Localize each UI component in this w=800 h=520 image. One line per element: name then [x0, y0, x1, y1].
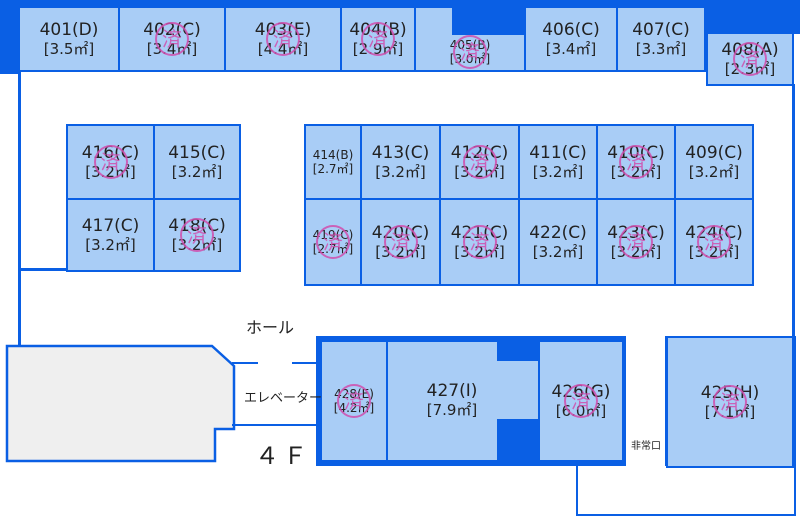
unit-number: 415(C) [168, 142, 226, 163]
occupied-stamp-icon: 済 [453, 35, 487, 69]
unit-size: [3.2㎡] [375, 163, 426, 182]
occupied-stamp-icon: 済 [266, 22, 300, 56]
unit-size: [3.2㎡] [171, 163, 223, 182]
unit-416[interactable]: 416(C) [3.2㎡] 済 [66, 124, 155, 200]
occupied-stamp-icon: 済 [337, 384, 371, 418]
unit-424[interactable]: 424(C) [3.2㎡] 済 [674, 198, 754, 286]
unit-402[interactable]: 402(C) [3.4㎡] 済 [118, 6, 226, 72]
unit-428[interactable]: 428(E) [4.2㎡] 済 [320, 340, 388, 462]
unit-size: [3.3㎡] [635, 40, 687, 59]
unit-size: [3.4㎡] [545, 40, 597, 59]
unit-size: [7.9㎡] [426, 401, 478, 420]
occupied-stamp-icon: 済 [619, 225, 653, 259]
wall-top-right-post [704, 0, 800, 34]
unit-size: [3.2㎡] [85, 236, 136, 255]
unit-410[interactable]: 410(C) [3.2㎡] 済 [596, 124, 676, 200]
elevator-label: エレベーター [244, 391, 323, 406]
unit-419[interactable]: 419(C) [2.7㎡] 済 [304, 198, 362, 286]
floor-label: ４Ｆ [255, 442, 311, 470]
unit-size: [3.2㎡] [688, 163, 740, 182]
occupied-stamp-icon: 済 [383, 225, 418, 259]
void-area [5, 344, 236, 463]
unit-number: 417(C) [81, 215, 140, 236]
unit-405[interactable]: 405(B) [3.0㎡] 済 [432, 34, 508, 70]
wall-right [792, 84, 795, 340]
occupied-stamp-icon: 済 [713, 385, 747, 419]
occupied-stamp-icon: 済 [564, 384, 598, 418]
unit-418[interactable]: 418(C) [3.2㎡] 済 [153, 198, 241, 272]
occupied-stamp-icon: 済 [733, 42, 767, 76]
occupied-stamp-icon: 済 [462, 145, 497, 179]
unit-size: [3.2㎡] [532, 163, 584, 182]
unit-425[interactable]: 425(H) [7.1㎡] 済 [666, 336, 794, 468]
wall-top [0, 0, 800, 8]
emergency-exit-label: 非常口 [631, 441, 661, 452]
occupied-stamp-icon: 済 [316, 225, 350, 259]
elevator-line-right [292, 362, 320, 364]
unit-size: [2.7㎡] [312, 162, 354, 176]
hall-label: ホール [246, 318, 295, 337]
unit-408[interactable]: 408(A) [2.3㎡] 済 [706, 32, 794, 86]
unit-401[interactable]: 401(D) [3.5㎡] [18, 6, 120, 72]
unit-size: [3.2㎡] [532, 243, 584, 262]
unit-number: 411(C) [529, 142, 587, 163]
occupied-stamp-icon: 済 [361, 22, 395, 56]
unit-409[interactable]: 409(C) [3.2㎡] [674, 124, 754, 200]
unit-423[interactable]: 423(C) [3.2㎡] 済 [596, 198, 676, 286]
unit-427[interactable]: 427(I) [7.9㎡] [404, 360, 500, 440]
occupied-stamp-icon: 済 [462, 225, 497, 259]
unit-413[interactable]: 413(C) [3.2㎡] [360, 124, 441, 200]
unit-number: 413(C) [371, 142, 430, 163]
unit-411[interactable]: 411(C) [3.2㎡] [518, 124, 598, 200]
left-block-frame [20, 268, 68, 271]
wall-top-left-post [0, 0, 18, 74]
elevator-line-left [232, 362, 258, 364]
elevator-line-bottom [232, 424, 320, 426]
unit-number: 401(D) [39, 19, 99, 40]
occupied-stamp-icon: 済 [619, 145, 653, 179]
occupied-stamp-icon: 済 [697, 225, 731, 259]
occupied-stamp-icon: 済 [93, 145, 128, 179]
unit-407[interactable]: 407(C) [3.3㎡] [616, 6, 706, 72]
unit-number: 407(C) [632, 19, 690, 40]
unit-number: 409(C) [685, 142, 743, 163]
occupied-stamp-icon: 済 [155, 22, 189, 56]
occupied-stamp-icon: 済 [180, 218, 214, 252]
unit-420[interactable]: 420(C) [3.2㎡] 済 [360, 198, 441, 286]
unit-415[interactable]: 415(C) [3.2㎡] [153, 124, 241, 200]
unit-number: 422(C) [529, 222, 587, 243]
unit-414[interactable]: 414(B) [2.7㎡] [304, 124, 362, 200]
unit-number: 414(B) [312, 147, 354, 162]
unit-417[interactable]: 417(C) [3.2㎡] [66, 198, 155, 272]
unit-number: 427(I) [426, 380, 478, 401]
unit-422[interactable]: 422(C) [3.2㎡] [518, 198, 598, 286]
unit-412[interactable]: 412(C) [3.2㎡] 済 [439, 124, 520, 200]
unit-421[interactable]: 421(C) [3.2㎡] 済 [439, 198, 520, 286]
wall-left [18, 72, 21, 348]
unit-426[interactable]: 426(G) [6.0㎡] 済 [538, 340, 624, 462]
unit-403[interactable]: 403(E) [4.4㎡] 済 [224, 6, 342, 72]
unit-406[interactable]: 406(C) [3.4㎡] [524, 6, 618, 72]
unit-404[interactable]: 404(B) [2.9㎡] 済 [340, 6, 416, 72]
unit-size: [3.5㎡] [43, 40, 95, 59]
unit-number: 406(C) [542, 19, 600, 40]
